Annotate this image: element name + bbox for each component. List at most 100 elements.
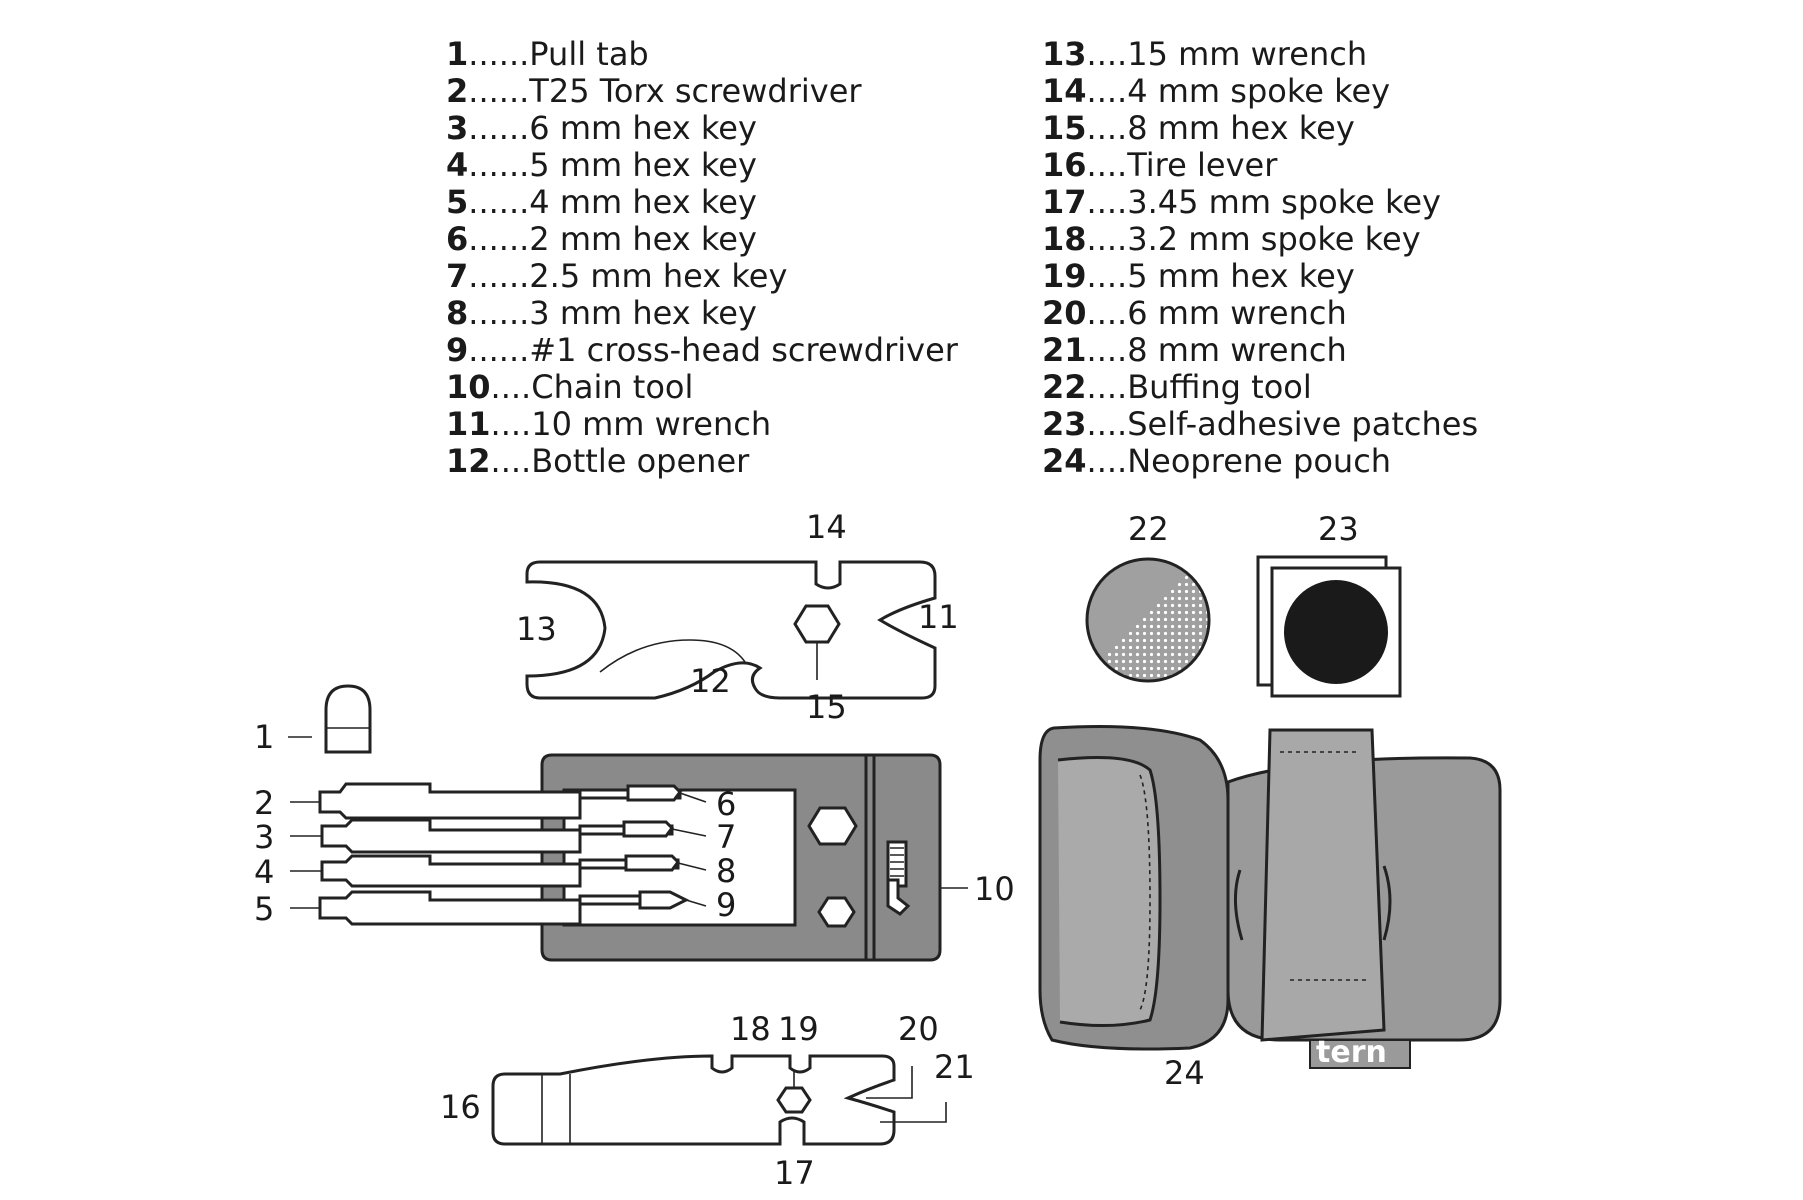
- legend-label: 10 mm wrench: [531, 405, 772, 443]
- legend-entry: 12....Bottle opener: [446, 443, 958, 480]
- legend-dots: ....: [1086, 183, 1128, 221]
- legend-entry: 7......2.5 mm hex key: [446, 258, 958, 295]
- legend-label: 5 mm hex key: [1127, 257, 1355, 295]
- callout-11: 11: [918, 598, 959, 636]
- patches: [1256, 555, 1402, 698]
- callout-10: 10: [974, 870, 1015, 908]
- callout-8: 8: [716, 852, 736, 890]
- legend-number: 3: [446, 109, 469, 147]
- legend-dots: ....: [490, 368, 532, 406]
- legend-dots: ......: [468, 257, 530, 295]
- legend-number: 12: [446, 442, 491, 480]
- legend-dots: ....: [1086, 331, 1128, 369]
- legend-number: 16: [1042, 146, 1087, 184]
- legend-entry: 19....5 mm hex key: [1042, 258, 1478, 295]
- legend-label: Chain tool: [531, 368, 694, 406]
- bit-3-hex: [290, 818, 582, 854]
- legend-entry: 9......#1 cross-head screwdriver: [446, 332, 958, 369]
- legend-number: 14: [1042, 72, 1087, 110]
- legend-label: 6 mm hex key: [529, 109, 757, 147]
- key-6: [578, 784, 707, 803]
- legend-entry: 23....Self-adhesive patches: [1042, 406, 1478, 443]
- callout-23: 23: [1318, 510, 1359, 548]
- key-9-crosshead: [578, 890, 707, 910]
- legend-dots: ......: [468, 35, 530, 73]
- legend-label: 2 mm hex key: [529, 220, 757, 258]
- legend-label: 6 mm wrench: [1127, 294, 1347, 332]
- callout-2: 2: [254, 784, 274, 822]
- legend-dots: ....: [1086, 294, 1128, 332]
- legend-number: 15: [1042, 109, 1087, 147]
- callout-20: 20: [898, 1010, 939, 1048]
- legend-number: 21: [1042, 331, 1087, 369]
- hex-socket-body-top: [807, 806, 858, 846]
- legend-dots: ......: [468, 146, 530, 184]
- callout-24: 24: [1164, 1054, 1205, 1092]
- legend-entry: 15....8 mm hex key: [1042, 110, 1478, 147]
- legend-entry: 8......3 mm hex key: [446, 295, 958, 332]
- callout-16: 16: [440, 1088, 481, 1126]
- legend-entry: 22....Buffing tool: [1042, 369, 1478, 406]
- legend-entry: 3......6 mm hex key: [446, 110, 958, 147]
- legend-number: 18: [1042, 220, 1087, 258]
- legend-number: 6: [446, 220, 469, 258]
- legend-entry: 13....15 mm wrench: [1042, 36, 1478, 73]
- bit-2-torx: [290, 782, 582, 820]
- legend-dots: ....: [1086, 72, 1128, 110]
- callout-7: 7: [716, 818, 736, 856]
- legend-dots: ....: [1086, 405, 1128, 443]
- neoprene-pouch: tern: [1038, 725, 1502, 1070]
- callout-17: 17: [774, 1154, 815, 1192]
- legend-label: 3 mm hex key: [529, 294, 757, 332]
- callout-14: 14: [806, 508, 847, 546]
- key-8: [578, 854, 707, 872]
- legend-label: Self-adhesive patches: [1127, 405, 1479, 443]
- legend-dots: ....: [1086, 146, 1128, 184]
- legend-dots: ......: [468, 294, 530, 332]
- legend-dots: ......: [468, 109, 530, 147]
- legend-entry: 24....Neoprene pouch: [1042, 443, 1478, 480]
- legend-label: 4 mm spoke key: [1127, 72, 1391, 110]
- legend-number: 7: [446, 257, 469, 295]
- buffing-tool: [1085, 557, 1211, 683]
- callout-12: 12: [690, 662, 731, 700]
- legend-dots: ......: [468, 220, 530, 258]
- legend-label: 5 mm hex key: [529, 146, 757, 184]
- legend-entry: 17....3.45 mm spoke key: [1042, 184, 1478, 221]
- legend-label: #1 cross-head screwdriver: [529, 331, 958, 369]
- callout-1: 1: [254, 718, 274, 756]
- legend-number: 4: [446, 146, 469, 184]
- legend-dots: ......: [468, 72, 530, 110]
- legend-entry: 20....6 mm wrench: [1042, 295, 1478, 332]
- legend-entry: 1......Pull tab: [446, 36, 958, 73]
- legend-dots: ....: [1086, 257, 1128, 295]
- legend-number: 8: [446, 294, 469, 332]
- callout-9: 9: [716, 886, 736, 924]
- bit-5-hex: [290, 890, 582, 926]
- hex-socket-body-bottom: [817, 896, 856, 928]
- legend-entry: 21....8 mm wrench: [1042, 332, 1478, 369]
- patch-disc: [1284, 580, 1388, 684]
- legend-dots: ....: [490, 405, 532, 443]
- legend-label: 15 mm wrench: [1127, 35, 1368, 73]
- legend-entry: 14....4 mm spoke key: [1042, 73, 1478, 110]
- legend-label: Bottle opener: [531, 442, 750, 480]
- callout-18: 18: [730, 1010, 771, 1048]
- legend-number: 19: [1042, 257, 1087, 295]
- callout-21: 21: [934, 1048, 975, 1086]
- legend-number: 5: [446, 183, 469, 221]
- legend-label: 3.2 mm spoke key: [1127, 220, 1421, 258]
- legend-label: T25 Torx screwdriver: [529, 72, 862, 110]
- spoke-wrench: [525, 560, 937, 700]
- legend-dots: ....: [490, 442, 532, 480]
- legend-entry: 5......4 mm hex key: [446, 184, 958, 221]
- legend-entry: 11....10 mm wrench: [446, 406, 958, 443]
- legend-entry: 2......T25 Torx screwdriver: [446, 73, 958, 110]
- callout-19: 19: [778, 1010, 819, 1048]
- hex-socket-5mm: [776, 1086, 812, 1114]
- legend-label: Tire lever: [1127, 146, 1278, 184]
- legend-dots: ....: [1086, 442, 1128, 480]
- callout-13: 13: [516, 610, 557, 648]
- legend-number: 13: [1042, 35, 1087, 73]
